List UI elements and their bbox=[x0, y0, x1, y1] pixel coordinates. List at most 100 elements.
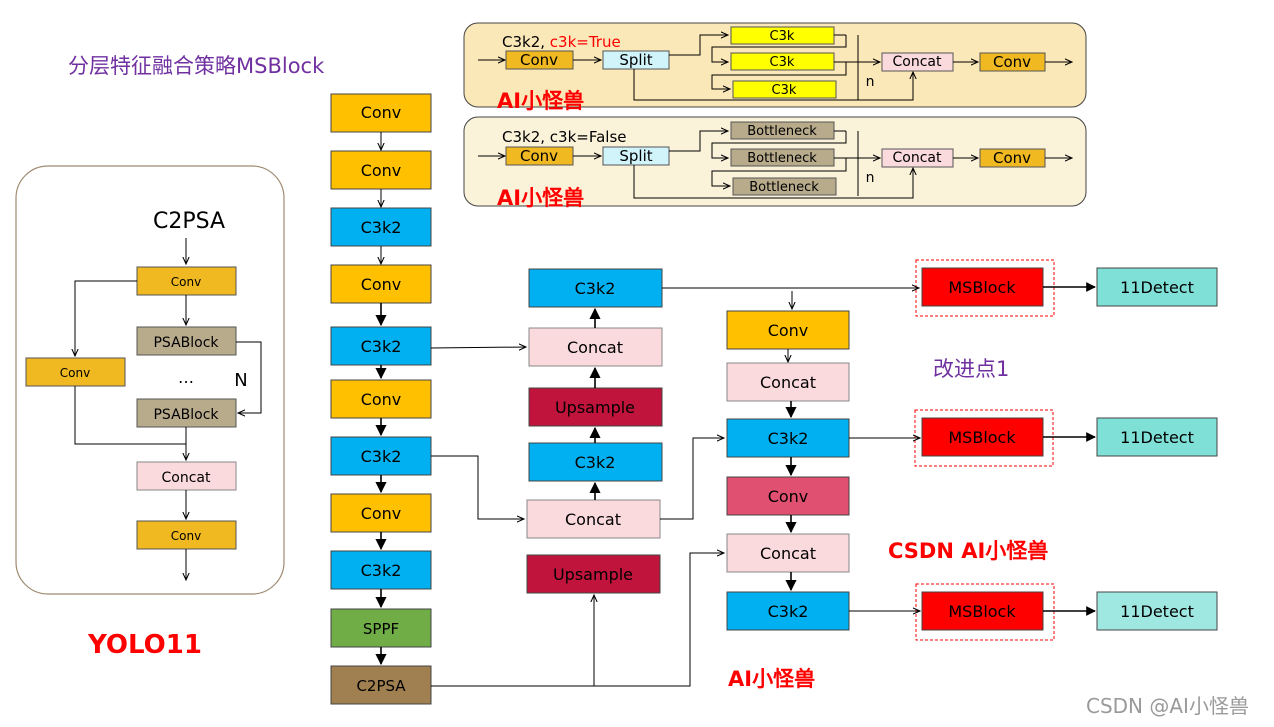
neck-right-node-1 bbox=[726, 310, 850, 350]
svg-text:PSABlock: PSABlock bbox=[153, 335, 219, 351]
c2psa-n-label: N bbox=[234, 370, 247, 391]
svg-text:Conv: Conv bbox=[361, 390, 402, 409]
backbone-column: Conv Conv C3k2 Conv C3k2 Conv C3k2 Conv … bbox=[330, 93, 432, 705]
c2psa-conv-bottom bbox=[136, 520, 237, 550]
svg-text:C3k: C3k bbox=[772, 83, 797, 98]
svg-text:C3k2: C3k2 bbox=[768, 602, 809, 621]
svg-text:Conv: Conv bbox=[361, 504, 402, 523]
c2psa-heading: C2PSA bbox=[153, 209, 225, 234]
improvement-label: 改进点1 bbox=[933, 357, 1010, 381]
c3k2-false-n: n bbox=[866, 170, 875, 186]
backbone-node-6 bbox=[330, 379, 432, 419]
neck-right-column: Conv Concat C3k2 Conv Concat C3k2 bbox=[726, 310, 850, 631]
svg-text:C3k: C3k bbox=[770, 29, 795, 44]
svg-text:Concat: Concat bbox=[893, 150, 942, 166]
c3k2-true-n: n bbox=[866, 74, 875, 90]
svg-text:C3k2: C3k2 bbox=[575, 453, 616, 472]
msblock-2 bbox=[921, 417, 1044, 457]
svg-text:MSBlock: MSBlock bbox=[948, 278, 1016, 297]
svg-text:C3k2: C3k2 bbox=[361, 337, 402, 356]
detect-2 bbox=[1096, 417, 1218, 457]
neck-left-node-4 bbox=[528, 442, 663, 482]
svg-text:Upsample: Upsample bbox=[555, 398, 635, 417]
svg-text:MSBlock: MSBlock bbox=[948, 602, 1016, 621]
c3k2-false-label: C3k2, c3k=False bbox=[502, 128, 626, 146]
backbone-node-4 bbox=[330, 264, 432, 304]
c2psa-panel: C2PSA Conv PSABlock … N PSABlock Conv Co… bbox=[15, 165, 285, 595]
svg-text:Concat: Concat bbox=[567, 338, 623, 357]
svg-text:Conv: Conv bbox=[171, 529, 201, 543]
neck-left-column: C3k2 Concat Upsample C3k2 Concat Upsampl… bbox=[526, 268, 663, 594]
backbone-node-5 bbox=[330, 326, 432, 366]
detect-heads: MSBlock MSBlock MSBlock 11Detect 11Detec… bbox=[914, 259, 1218, 641]
neck-left-node-6 bbox=[526, 554, 661, 594]
svg-text:Concat: Concat bbox=[893, 54, 942, 70]
c2psa-psablock-1 bbox=[136, 326, 237, 356]
neck-right-node-6 bbox=[726, 591, 850, 631]
neck-right-node-3 bbox=[726, 418, 850, 458]
svg-text:Split: Split bbox=[619, 147, 652, 165]
connections bbox=[430, 288, 920, 687]
backbone-node-3 bbox=[330, 207, 432, 247]
svg-text:Conv: Conv bbox=[993, 53, 1031, 71]
svg-text:Conv: Conv bbox=[361, 103, 402, 122]
neck-right-node-5 bbox=[726, 533, 850, 573]
svg-text:Conv: Conv bbox=[520, 147, 558, 165]
svg-text:Upsample: Upsample bbox=[553, 565, 633, 584]
watermark-bottom: AI小怪兽 bbox=[728, 667, 816, 691]
detect-1 bbox=[1096, 267, 1218, 307]
svg-text:Bottleneck: Bottleneck bbox=[747, 151, 817, 166]
svg-text:PSABlock: PSABlock bbox=[153, 407, 219, 423]
neck-left-node-5 bbox=[526, 499, 661, 539]
svg-text:11Detect: 11Detect bbox=[1120, 428, 1194, 447]
svg-text:C3k2: C3k2 bbox=[361, 218, 402, 237]
watermark-mid: CSDN AI小怪兽 bbox=[888, 539, 1049, 563]
svg-text:Concat: Concat bbox=[162, 470, 211, 486]
svg-text:C3k2: C3k2 bbox=[768, 429, 809, 448]
svg-text:Concat: Concat bbox=[565, 510, 621, 529]
svg-text:Conv: Conv bbox=[993, 149, 1031, 167]
yolo-label: YOLO11 bbox=[88, 630, 202, 660]
neck-left-node-3 bbox=[528, 387, 663, 427]
svg-text:C3k: C3k bbox=[770, 55, 795, 70]
neck-right-node-2 bbox=[726, 362, 850, 402]
neck-right-node-4 bbox=[726, 476, 850, 516]
svg-text:C2PSA: C2PSA bbox=[356, 677, 406, 695]
svg-text:11Detect: 11Detect bbox=[1120, 278, 1194, 297]
backbone-node-10 bbox=[330, 608, 432, 648]
c2psa-ellipsis: … bbox=[178, 368, 194, 387]
bottleneck-block-3 bbox=[732, 177, 837, 196]
c3k2-false-panel: C3k2, c3k=False Conv Split Bottleneck Bo… bbox=[463, 116, 1087, 207]
c3k2-false-split bbox=[602, 146, 670, 166]
c2psa-conv-side bbox=[25, 357, 126, 387]
c3k-block-3 bbox=[732, 80, 837, 99]
backbone-node-11 bbox=[330, 665, 432, 705]
c3k2-true-panel: Conv Split C3k C3k C3k Concat n Conv bbox=[463, 22, 1087, 108]
svg-text:MSBlock: MSBlock bbox=[948, 428, 1016, 447]
svg-text:C3k2: C3k2 bbox=[575, 279, 616, 298]
svg-text:C3k2: C3k2 bbox=[361, 561, 402, 580]
svg-text:Conv: Conv bbox=[768, 321, 809, 340]
msblock-1 bbox=[921, 267, 1044, 307]
c3k2-true-split bbox=[602, 50, 670, 70]
c2psa-psablock-2 bbox=[136, 398, 237, 428]
svg-text:11Detect: 11Detect bbox=[1120, 602, 1194, 621]
svg-text:Concat: Concat bbox=[760, 373, 816, 392]
svg-text:C3k2: C3k2 bbox=[361, 447, 402, 466]
svg-text:Bottleneck: Bottleneck bbox=[749, 180, 819, 195]
svg-text:Conv: Conv bbox=[520, 51, 558, 69]
backbone-node-2 bbox=[330, 150, 432, 190]
page-title: 分层特征融合策略MSBlock bbox=[68, 54, 325, 78]
neck-left-node-2 bbox=[528, 327, 663, 367]
backbone-node-8 bbox=[330, 493, 432, 533]
detect-3 bbox=[1096, 591, 1218, 631]
svg-text:Conv: Conv bbox=[361, 161, 402, 180]
svg-text:SPPF: SPPF bbox=[363, 620, 399, 638]
c2psa-concat bbox=[136, 461, 237, 491]
svg-text:Bottleneck: Bottleneck bbox=[747, 124, 817, 139]
svg-text:Conv: Conv bbox=[171, 275, 201, 289]
svg-text:Concat: Concat bbox=[760, 544, 816, 563]
msblock-3 bbox=[921, 591, 1044, 631]
c2psa-conv-top bbox=[136, 266, 237, 296]
